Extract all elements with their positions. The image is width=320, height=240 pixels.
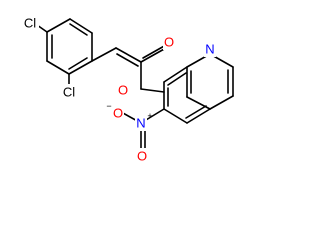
atom-quinoline-nitrogen: N xyxy=(205,42,214,57)
atom-ester-oxygen: O xyxy=(118,83,128,98)
bond xyxy=(46,18,71,33)
bond xyxy=(46,60,70,75)
bond-layer xyxy=(36,18,234,151)
bond xyxy=(140,88,165,93)
bond xyxy=(142,44,167,59)
bond xyxy=(115,47,142,63)
bond xyxy=(163,66,188,83)
atom-cl-bottom: Cl xyxy=(63,85,75,100)
bond xyxy=(186,96,211,110)
bond-inner xyxy=(167,72,187,86)
atom-carbonyl-oxygen: O xyxy=(164,35,174,50)
bond xyxy=(69,18,93,34)
chemical-structure-diagram: Cl Cl O O N N + O − O xyxy=(21,15,234,164)
bond xyxy=(140,47,167,63)
bond xyxy=(209,95,234,110)
atom-nitro-oxygen: O xyxy=(137,149,147,164)
bond xyxy=(68,60,93,75)
bond-inner xyxy=(69,23,88,36)
charge-plus: + xyxy=(147,111,152,121)
bond xyxy=(186,108,211,124)
bond xyxy=(163,108,188,124)
bond-inner xyxy=(185,105,207,119)
atom-nitro-nitrogen: N xyxy=(136,116,145,131)
bond-inner xyxy=(68,57,88,70)
atom-cl-top: Cl xyxy=(24,16,36,31)
bond-inner xyxy=(116,53,139,67)
atom-label-layer: Cl Cl O O N N + O − O xyxy=(21,15,216,164)
atom-nitro-oxygen-minus: O xyxy=(113,106,123,121)
bond xyxy=(91,47,117,62)
charge-minus: − xyxy=(106,101,111,111)
